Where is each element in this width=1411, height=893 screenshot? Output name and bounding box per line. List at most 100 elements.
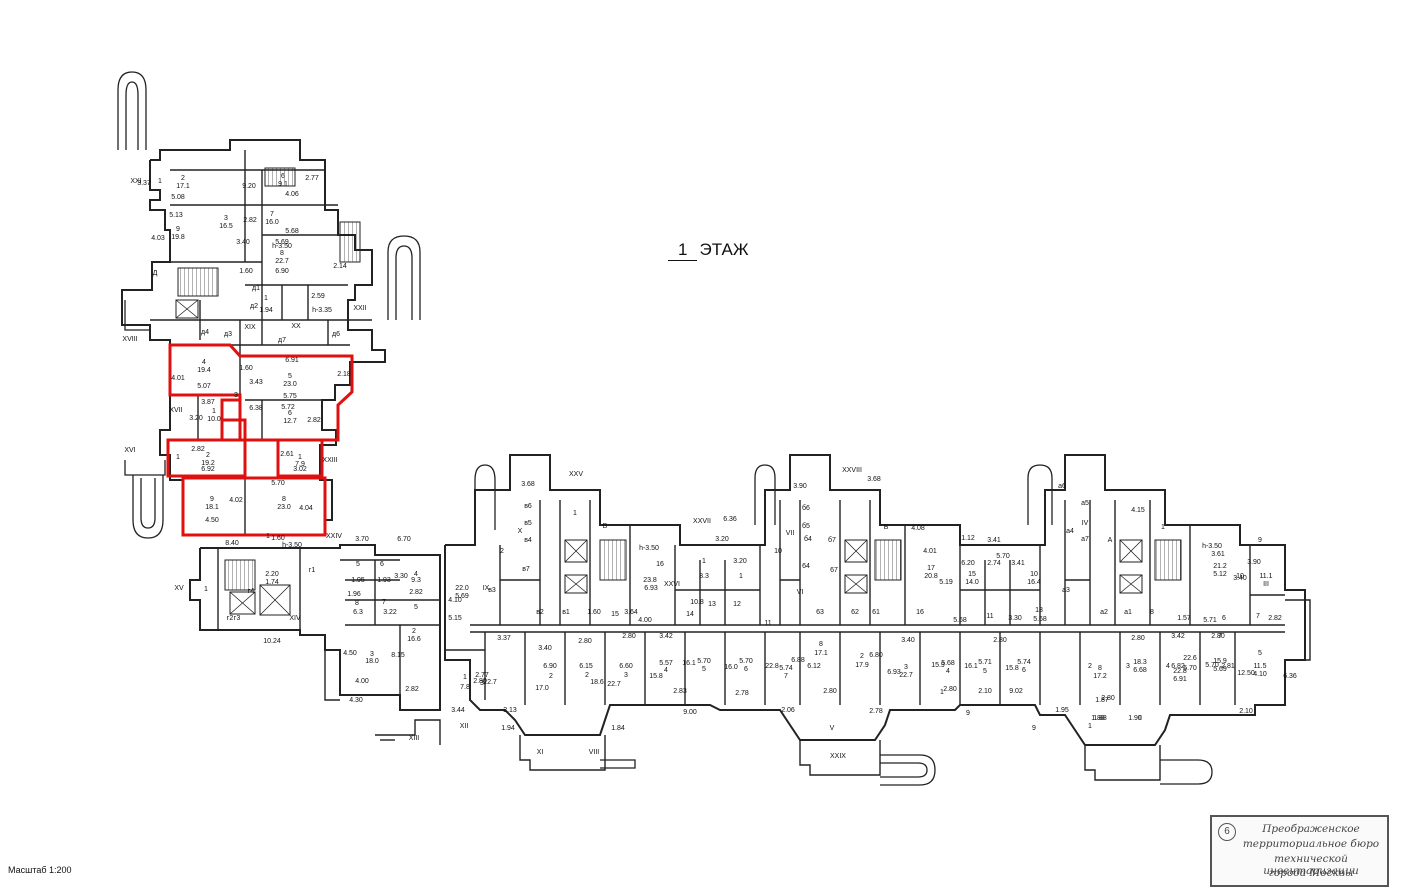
room-label: 2.83 bbox=[673, 688, 687, 695]
room-label: 18.1 bbox=[205, 504, 219, 511]
room-label: 3.70 bbox=[355, 536, 369, 543]
room-label: h-3.50 bbox=[1202, 543, 1222, 550]
room-label: 3.41 bbox=[1011, 560, 1025, 567]
room-label: 9.02 bbox=[1009, 688, 1023, 695]
room-label: 6.36 bbox=[723, 516, 737, 523]
room-label: 17.2 bbox=[1093, 673, 1107, 680]
room-label: 63 bbox=[816, 609, 824, 616]
room-label: 2.82 bbox=[409, 589, 423, 596]
room-label: 5.70 bbox=[697, 658, 711, 665]
room-label: XXI bbox=[130, 178, 141, 185]
room-label: 6.68 bbox=[1133, 667, 1147, 674]
room-label: 16.6 bbox=[407, 636, 421, 643]
room-label: 5.19 bbox=[939, 579, 953, 586]
room-label: 5.74 bbox=[779, 665, 793, 672]
room-label: 3.68 bbox=[867, 476, 881, 483]
room-label: 2.14 bbox=[333, 263, 347, 270]
room-label: 6.38 bbox=[249, 405, 263, 412]
room-label: 1.84 bbox=[611, 725, 625, 732]
room-label: 8 bbox=[282, 496, 286, 503]
room-label: 1.60 bbox=[239, 365, 253, 372]
room-label: 1 bbox=[212, 408, 216, 415]
room-label: 3.43 bbox=[249, 379, 263, 386]
room-label: h-3.35 bbox=[312, 307, 332, 314]
room-label: 12 bbox=[733, 601, 741, 608]
room-label: h-3.50 bbox=[639, 545, 659, 552]
room-label: II bbox=[1138, 715, 1142, 722]
left-ramps bbox=[117, 71, 421, 539]
floor-number: 1 bbox=[668, 240, 698, 261]
room-label: 5.75 bbox=[283, 393, 297, 400]
room-label: д2 bbox=[250, 303, 258, 310]
room-label: 7.9 bbox=[295, 461, 305, 468]
room-label: А bbox=[1108, 537, 1113, 544]
room-label: 3.41 bbox=[987, 537, 1001, 544]
room-label: 6.91 bbox=[285, 357, 299, 364]
room-label: 9.00 bbox=[683, 709, 697, 716]
room-label: 6.15 bbox=[579, 663, 593, 670]
scale-label: Масштаб 1:200 bbox=[8, 865, 72, 875]
room-label: XI bbox=[537, 749, 544, 756]
room-label: 4 bbox=[202, 359, 206, 366]
room-label: 1.12 bbox=[961, 535, 975, 542]
room-label: 1 bbox=[204, 586, 208, 593]
room-label: 6.80 bbox=[869, 652, 883, 659]
room-label: 8 bbox=[819, 641, 823, 648]
room-label: 9 bbox=[176, 226, 180, 233]
stamp-line-3: технической инвентаризации bbox=[1263, 853, 1359, 877]
room-label: 1 bbox=[573, 510, 577, 517]
room-label: 5.07 bbox=[197, 383, 211, 390]
highlighted-premises bbox=[166, 343, 354, 537]
room-label: 3 bbox=[480, 680, 484, 687]
room-label: 3.30 bbox=[1008, 615, 1022, 622]
room-label: 2.06 bbox=[781, 707, 795, 714]
room-label: 10.0 bbox=[207, 416, 221, 423]
main-ramps bbox=[474, 464, 1213, 786]
room-label: 10 bbox=[1236, 573, 1244, 580]
room-label: 2.20 bbox=[265, 571, 279, 578]
room-label: 12.50 bbox=[1237, 670, 1255, 677]
room-label: 16.1 bbox=[964, 663, 978, 670]
room-label: 4.50 bbox=[205, 517, 219, 524]
room-label: 16 bbox=[916, 609, 924, 616]
room-label: 17.1 bbox=[176, 183, 190, 190]
room-label: 3.64 bbox=[624, 609, 638, 616]
room-label: 15.8 bbox=[649, 673, 663, 680]
room-label: 22.8 bbox=[1173, 668, 1187, 675]
room-label: Д bbox=[153, 270, 158, 277]
room-label: 1.60 bbox=[271, 535, 285, 542]
room-label: 3 bbox=[1126, 663, 1130, 670]
room-label: д4 bbox=[201, 329, 209, 336]
room-label: 5.68 bbox=[953, 617, 967, 624]
room-label: 3 bbox=[224, 215, 228, 222]
room-label: 3 bbox=[234, 392, 238, 399]
room-label: б5 bbox=[802, 522, 810, 530]
room-label: 5.13 bbox=[169, 212, 183, 219]
room-label: 5.70 bbox=[1183, 665, 1197, 672]
room-label: 2.80 bbox=[622, 633, 636, 640]
room-label: X bbox=[518, 528, 523, 535]
room-label: 6.12 bbox=[807, 663, 821, 670]
room-label: 2.10 bbox=[978, 688, 992, 695]
room-label: 5.71 bbox=[978, 659, 992, 666]
room-label: 5 bbox=[702, 666, 706, 673]
room-label: 1 bbox=[266, 533, 270, 540]
room-label: 4 bbox=[1166, 663, 1170, 670]
room-label: 4.00 bbox=[355, 678, 369, 685]
room-label: 1 bbox=[739, 573, 743, 580]
room-label: 2 bbox=[206, 452, 210, 459]
room-label: 16.4 bbox=[1027, 579, 1041, 586]
room-label: 9 bbox=[210, 496, 214, 503]
room-label: V bbox=[830, 725, 835, 732]
room-label: XIV bbox=[289, 615, 301, 622]
room-label: 5.08 bbox=[171, 194, 185, 201]
room-label: 64 bbox=[802, 563, 810, 570]
room-label: 9 bbox=[966, 710, 970, 717]
room-label: 8 bbox=[280, 250, 284, 257]
room-label: 9.1 bbox=[278, 181, 288, 188]
room-label: 14.0 bbox=[965, 579, 979, 586]
room-label: 1 bbox=[1161, 524, 1165, 531]
room-label: 1 bbox=[158, 178, 162, 185]
room-label: 18.6 bbox=[590, 679, 604, 686]
